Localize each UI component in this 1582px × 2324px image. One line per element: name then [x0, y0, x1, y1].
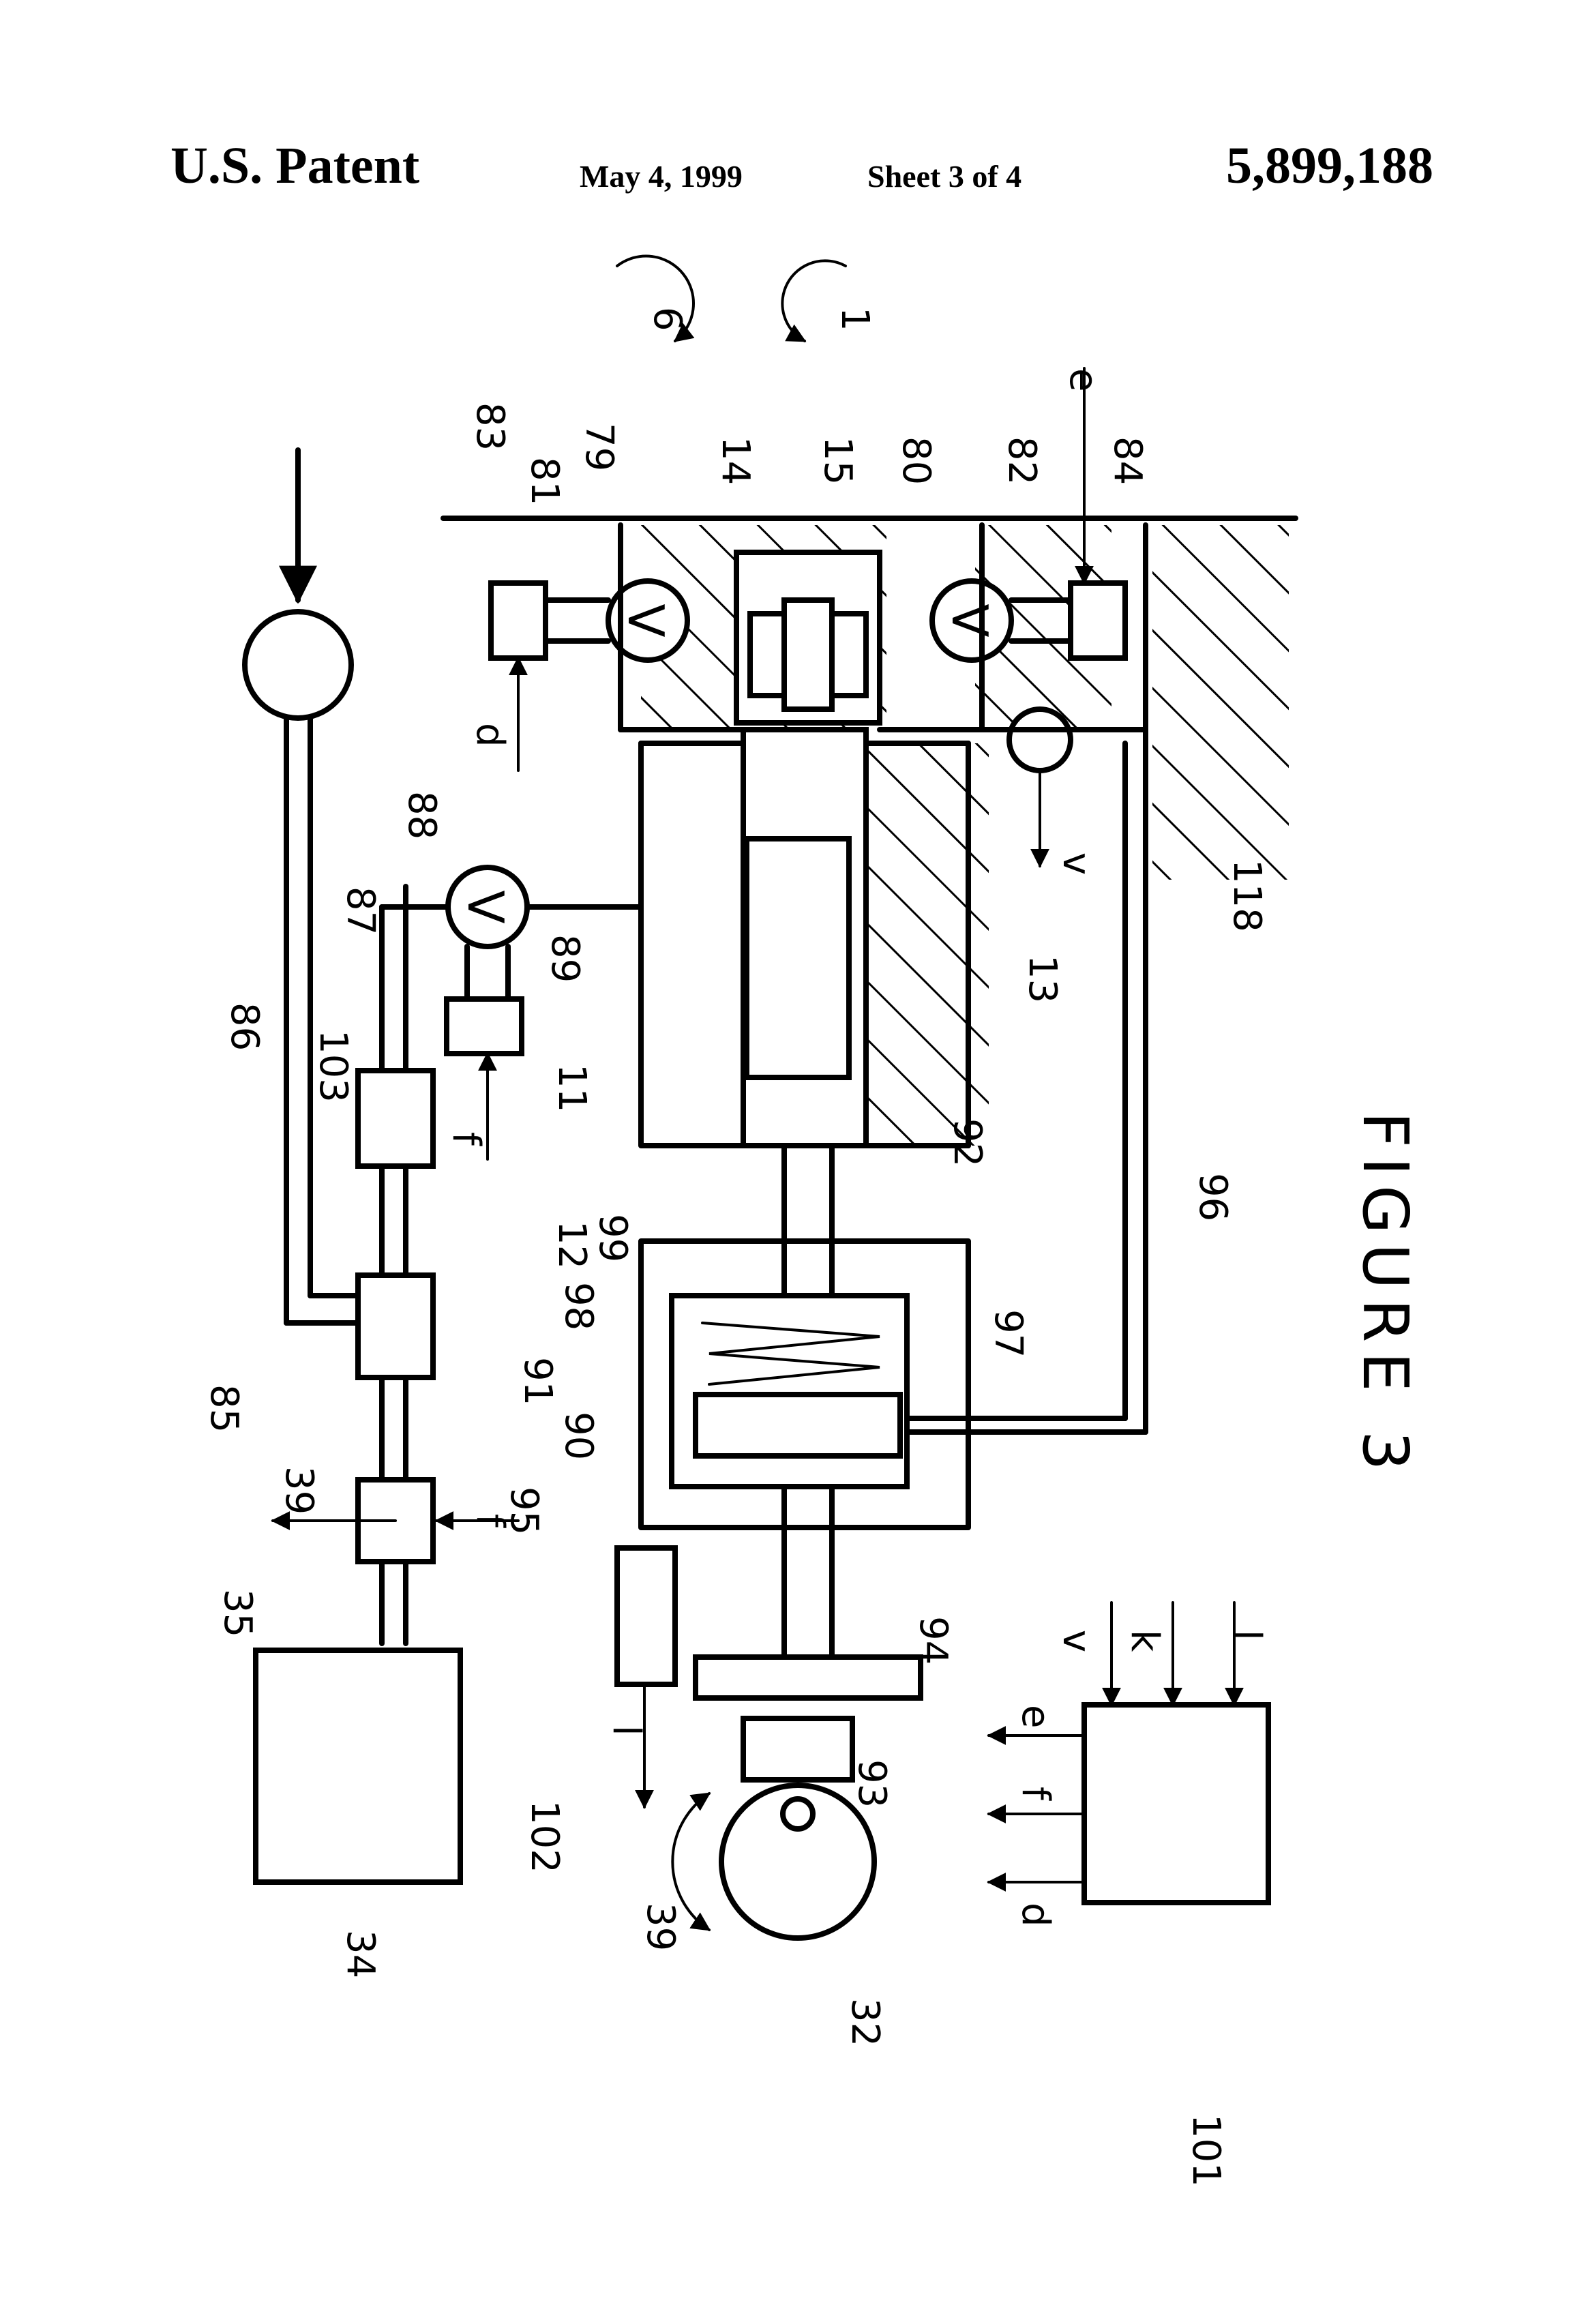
numeral-91: 91 [516, 1357, 560, 1405]
numeral-95: 95 [502, 1487, 546, 1535]
numeral-92: 92 [945, 1118, 989, 1167]
component-85 [358, 1275, 433, 1377]
signal-l-101: l [1225, 1630, 1269, 1641]
numeral-13: 13 [1020, 955, 1064, 1003]
numeral-98: 98 [556, 1282, 601, 1330]
numeral-12: 12 [550, 1221, 594, 1269]
numeral-81: 81 [522, 457, 567, 505]
numeral-96: 96 [1191, 1173, 1235, 1221]
numeral-88: 88 [400, 791, 444, 839]
sensor-102 [617, 1548, 675, 1684]
control-unit-101 [1084, 1705, 1268, 1903]
numeral-15: 15 [816, 436, 860, 485]
main-housing [641, 730, 989, 1146]
signal-f-89: f [444, 1132, 488, 1146]
actuator-84 [1071, 583, 1125, 658]
numeral-34: 34 [338, 1930, 383, 1978]
signal-v-101: v [1054, 1630, 1099, 1652]
numeral-84: 84 [1105, 436, 1150, 485]
collar [696, 1657, 921, 1698]
numeral-99: 99 [591, 1214, 635, 1262]
numeral-83: 83 [468, 402, 512, 451]
numeral-32: 32 [843, 1998, 887, 2046]
numeral-85: 85 [202, 1384, 246, 1433]
piston-11 [747, 839, 849, 1077]
numeral-86: 86 [222, 1002, 267, 1051]
numeral-97: 97 [986, 1309, 1030, 1358]
numeral-39b: 39 [638, 1903, 683, 1951]
numeral-82: 82 [1000, 436, 1044, 485]
numeral-6: 6 [645, 307, 689, 331]
signal-d-83: d [468, 723, 512, 747]
valve-88-symbol: V [457, 890, 514, 923]
numeral-102: 102 [522, 1800, 567, 1873]
actuator-83 [491, 583, 546, 658]
signal-f-out: f [1013, 1787, 1058, 1801]
numeral-94: 94 [911, 1616, 955, 1665]
numeral-80: 80 [894, 436, 938, 485]
follower-93 [743, 1718, 852, 1780]
plunger-90 [696, 1395, 900, 1456]
numeral-35: 35 [215, 1589, 260, 1637]
signal-l-102: l [604, 1725, 648, 1736]
numeral-39a: 39 [277, 1466, 321, 1515]
numeral-118: 118 [1225, 859, 1269, 932]
valve-81-symbol: V [617, 604, 674, 637]
figure-caption: FIGURE 3 [1349, 1112, 1422, 1480]
actuator-89 [447, 999, 522, 1054]
numeral-79: 79 [577, 423, 621, 471]
tank-34 [256, 1650, 460, 1882]
numeral-14: 14 [713, 436, 758, 485]
numeral-1: 1 [833, 307, 877, 331]
component-103 [358, 1071, 433, 1166]
rod-assembly [617, 1146, 968, 1938]
numeral-103: 103 [311, 1030, 355, 1103]
signal-v-118: v [1054, 852, 1099, 875]
signal-e-out: e [1013, 1705, 1058, 1728]
valve-block [736, 552, 880, 723]
signal-d-out: d [1013, 1903, 1058, 1927]
signal-f-35: f [468, 1514, 512, 1528]
signal-k-101: k [1122, 1630, 1167, 1652]
numeral-87: 87 [338, 887, 383, 935]
pump-source [245, 612, 351, 718]
numeral-90: 90 [556, 1412, 601, 1460]
numeral-93: 93 [850, 1759, 894, 1808]
valve-82-symbol: V [941, 604, 998, 637]
signal-e-84: e [1061, 368, 1105, 391]
numeral-11: 11 [550, 1064, 594, 1112]
check-valve-118 [1009, 709, 1071, 771]
numeral-101: 101 [1184, 2114, 1228, 2187]
numeral-89: 89 [543, 934, 587, 983]
